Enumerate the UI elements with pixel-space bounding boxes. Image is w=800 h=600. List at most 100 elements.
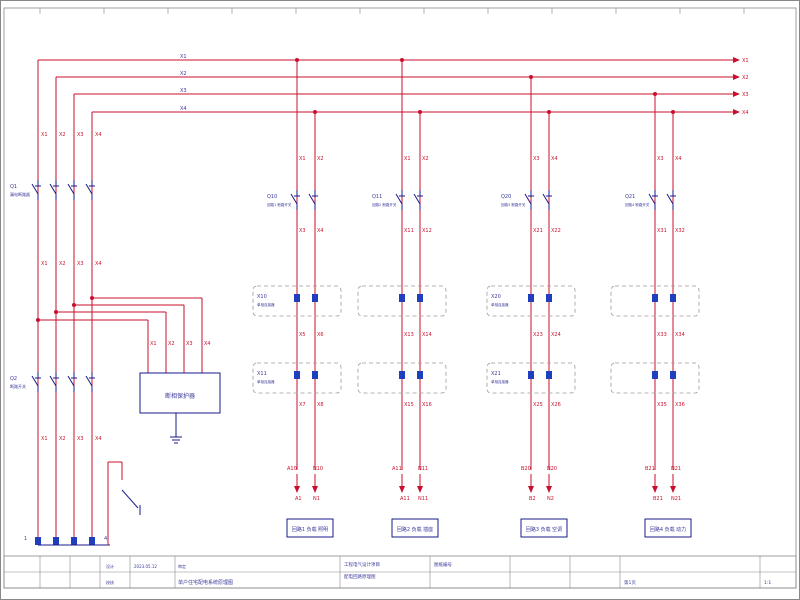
main-breaker-pole-icon [67, 180, 77, 200]
contact-blade [542, 193, 550, 205]
connector-desc: 单相连接器 [257, 379, 275, 384]
connector-pin-icon [294, 371, 300, 379]
bus-arrow-icon [733, 57, 740, 63]
branch-breaker-desc: 回路1 断路开关 [267, 202, 292, 207]
branch-top-label: X3 [533, 156, 540, 162]
branch-mid-label: X12 [422, 228, 432, 234]
branch-breaker-icon [542, 190, 552, 210]
contact-blade [648, 193, 656, 205]
connector-pin-icon [528, 294, 534, 302]
branch-output-label: A10 [287, 466, 297, 472]
branch-breaker-icon [413, 190, 423, 210]
contact-blade [524, 193, 532, 205]
output-arrow-label: B21 [653, 496, 663, 502]
title-scale: 1:1 [764, 580, 771, 586]
title-sheet-no: 第1页 [624, 579, 636, 586]
feed-low-label: X2 [59, 436, 66, 442]
load-box [520, 518, 568, 538]
branch-breaker-icon [524, 190, 534, 210]
bottom-terminal-label: 4 [104, 536, 107, 542]
branch-output-label: B20 [521, 466, 531, 472]
connector-tag: X11 [257, 371, 267, 377]
contact-blade [49, 183, 57, 195]
bus-left-label: X3 [180, 88, 187, 94]
branch-label: X7 [299, 402, 306, 408]
connector-pin-icon [417, 294, 423, 302]
connector-pin-icon [546, 294, 552, 302]
load-label: 回路4 负载 动力 [650, 526, 686, 533]
output-arrow-label: N11 [418, 496, 428, 502]
phase-protector-title: 断相保护器 [165, 392, 195, 400]
feed-top-label: X3 [77, 132, 84, 138]
connector-pin-icon [417, 371, 423, 379]
feed-low-label: X3 [77, 436, 84, 442]
contact-blade [308, 193, 316, 205]
output-arrow-label: A11 [400, 496, 410, 502]
output-arrow-icon [670, 486, 676, 493]
title-check-label: 校核 [106, 579, 114, 585]
branch-breaker-icon [666, 190, 676, 210]
branch-mid-label: X11 [404, 228, 414, 234]
title-designer-label: 设计 [106, 563, 114, 569]
output-arrow-label: B2 [529, 496, 536, 502]
branch-label: X25 [533, 402, 543, 408]
bus-arrow-icon [733, 91, 740, 97]
branch-output-label: N10 [313, 466, 323, 472]
main-breaker-pole-icon [49, 180, 59, 200]
main-breaker-pole-icon [31, 180, 41, 200]
load-label: 回路3 负载 空调 [526, 526, 562, 533]
isolator-desc: 断路开关 [10, 383, 26, 389]
connector-housing [486, 285, 576, 317]
isolator-pole-icon [67, 372, 77, 392]
branch-top-label: X4 [675, 156, 682, 162]
title-drawing-no: 图纸编号 [434, 561, 452, 568]
contact-blade [67, 375, 75, 387]
bus-right-label: X3 [742, 92, 749, 98]
protector-input-label: X4 [204, 341, 211, 347]
branch-label: X24 [551, 332, 561, 338]
feed-mid-label: X3 [77, 261, 84, 267]
branch-label: X13 [404, 332, 414, 338]
load-label: 回路1 负载 照明 [292, 526, 328, 533]
contact-blade [666, 193, 674, 205]
contact-blade [413, 193, 421, 205]
output-arrow-label: N21 [671, 496, 681, 502]
branch-breaker-tag: Q10 [267, 194, 277, 200]
load-box [286, 518, 334, 538]
contact-blade [49, 375, 57, 387]
contact-blade [31, 183, 39, 195]
branch-label: X15 [404, 402, 414, 408]
load-box [644, 518, 692, 538]
branch-label: X16 [422, 402, 432, 408]
main-breaker-tag: Q1 [10, 184, 17, 190]
connector-tag: X20 [491, 294, 501, 300]
output-arrow-icon [399, 486, 405, 493]
connector-housing [486, 362, 576, 394]
connector-pin-icon [528, 371, 534, 379]
branch-mid-label: X21 [533, 228, 543, 234]
contact-blade [85, 375, 93, 387]
branch-top-label: X4 [551, 156, 558, 162]
branch-breaker-desc: 回路3 断路开关 [501, 202, 526, 207]
bottom-terminal-icon [53, 537, 59, 545]
title-sheet-name: 配电回路原理图 [344, 573, 376, 580]
connector-desc: 单相连接器 [491, 302, 509, 307]
branch-label: X34 [675, 332, 685, 338]
branch-output-label: B21 [645, 466, 655, 472]
output-arrow-icon [417, 486, 423, 493]
output-arrow-icon [294, 486, 300, 493]
branch-mid-label: X31 [657, 228, 667, 234]
branch-label: X6 [317, 332, 324, 338]
branch-label: X33 [657, 332, 667, 338]
branch-breaker-desc: 回路2 断路开关 [372, 202, 397, 207]
bottom-terminal-icon [71, 537, 77, 545]
branch-output-label: N21 [671, 466, 681, 472]
load-label: 回路2 负载 插座 [397, 526, 433, 533]
connector-housing [252, 285, 342, 317]
bottom-terminal-icon [89, 537, 95, 545]
branch-label: X26 [551, 402, 561, 408]
